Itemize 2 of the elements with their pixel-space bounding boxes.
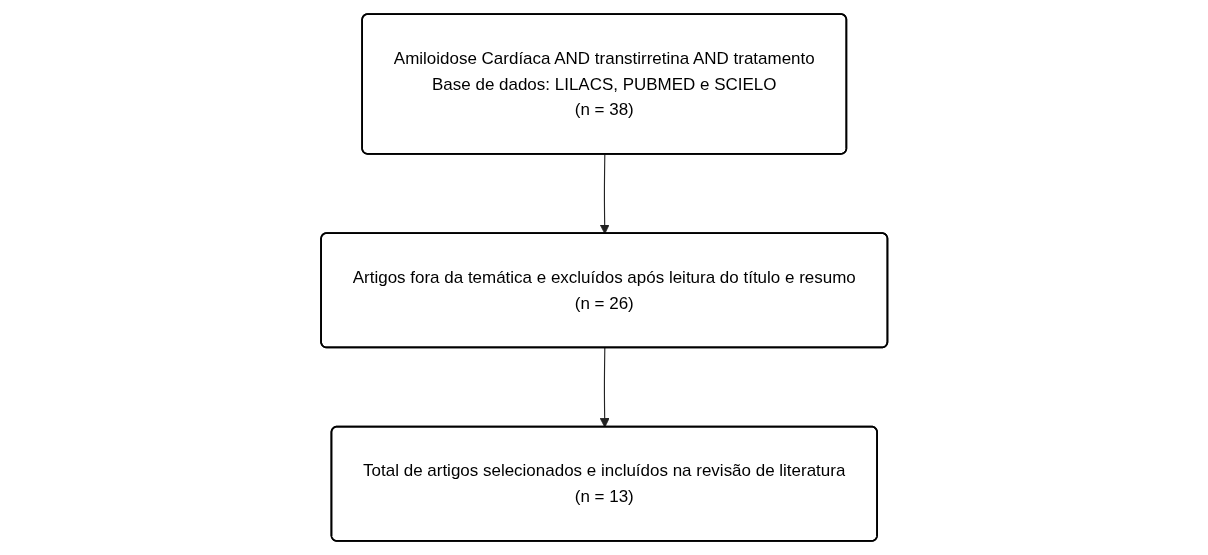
arrow: [599, 347, 610, 428]
arrow: [599, 153, 610, 235]
